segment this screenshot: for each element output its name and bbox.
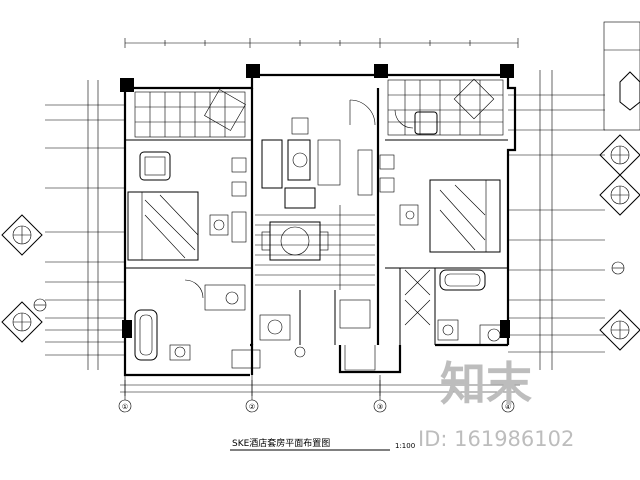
elevation-marker-left-2	[1, 301, 43, 343]
watermark-id: ID: 161986102	[418, 427, 574, 451]
key-plan	[603, 21, 640, 131]
bed-left	[127, 191, 199, 261]
elevation-marker-left-1	[1, 214, 43, 256]
grid-label-3: ③	[377, 403, 383, 411]
bathroom-mid	[259, 299, 376, 371]
grid-axis-markers	[118, 375, 515, 413]
section-marker-right	[611, 261, 625, 275]
balcony-tiles-right	[387, 78, 504, 136]
grid-label-4: ④	[505, 403, 511, 411]
section-marker-left	[33, 298, 47, 312]
balcony-tiles-left	[134, 89, 246, 138]
elevation-marker-right-2	[599, 174, 640, 216]
watermark-brand: 知末	[440, 357, 532, 411]
top-dimension-line	[124, 38, 519, 48]
bedside-furniture-left	[209, 211, 247, 243]
drawing-scale: 1:100	[395, 442, 415, 450]
bathroom-right	[404, 269, 509, 346]
sofa-living	[261, 117, 341, 209]
structural-columns	[120, 64, 514, 338]
armchair-right	[394, 109, 438, 135]
grid-marker-3	[373, 399, 387, 413]
elevation-marker-right-1	[599, 134, 640, 176]
grid-marker-1	[118, 399, 132, 413]
grid-marker-4	[501, 399, 515, 413]
interior-walls	[125, 88, 508, 345]
drawing-title: SKE酒店套房平面布置图	[232, 437, 330, 449]
grid-marker-2	[245, 399, 259, 413]
bed-right	[429, 179, 501, 253]
armchair-left	[139, 151, 171, 181]
grid-label-2: ②	[249, 403, 255, 411]
door-swing-living	[349, 99, 376, 126]
bathroom-left	[134, 279, 261, 369]
elevation-marker-right-3	[599, 309, 640, 351]
wood-floor-hatch	[255, 205, 375, 290]
side-dimension-lines	[45, 70, 605, 370]
dining-table	[261, 221, 329, 261]
grid-label-1: ①	[122, 403, 128, 411]
tv-cabinet-living	[231, 149, 395, 197]
desk-right	[399, 204, 419, 226]
